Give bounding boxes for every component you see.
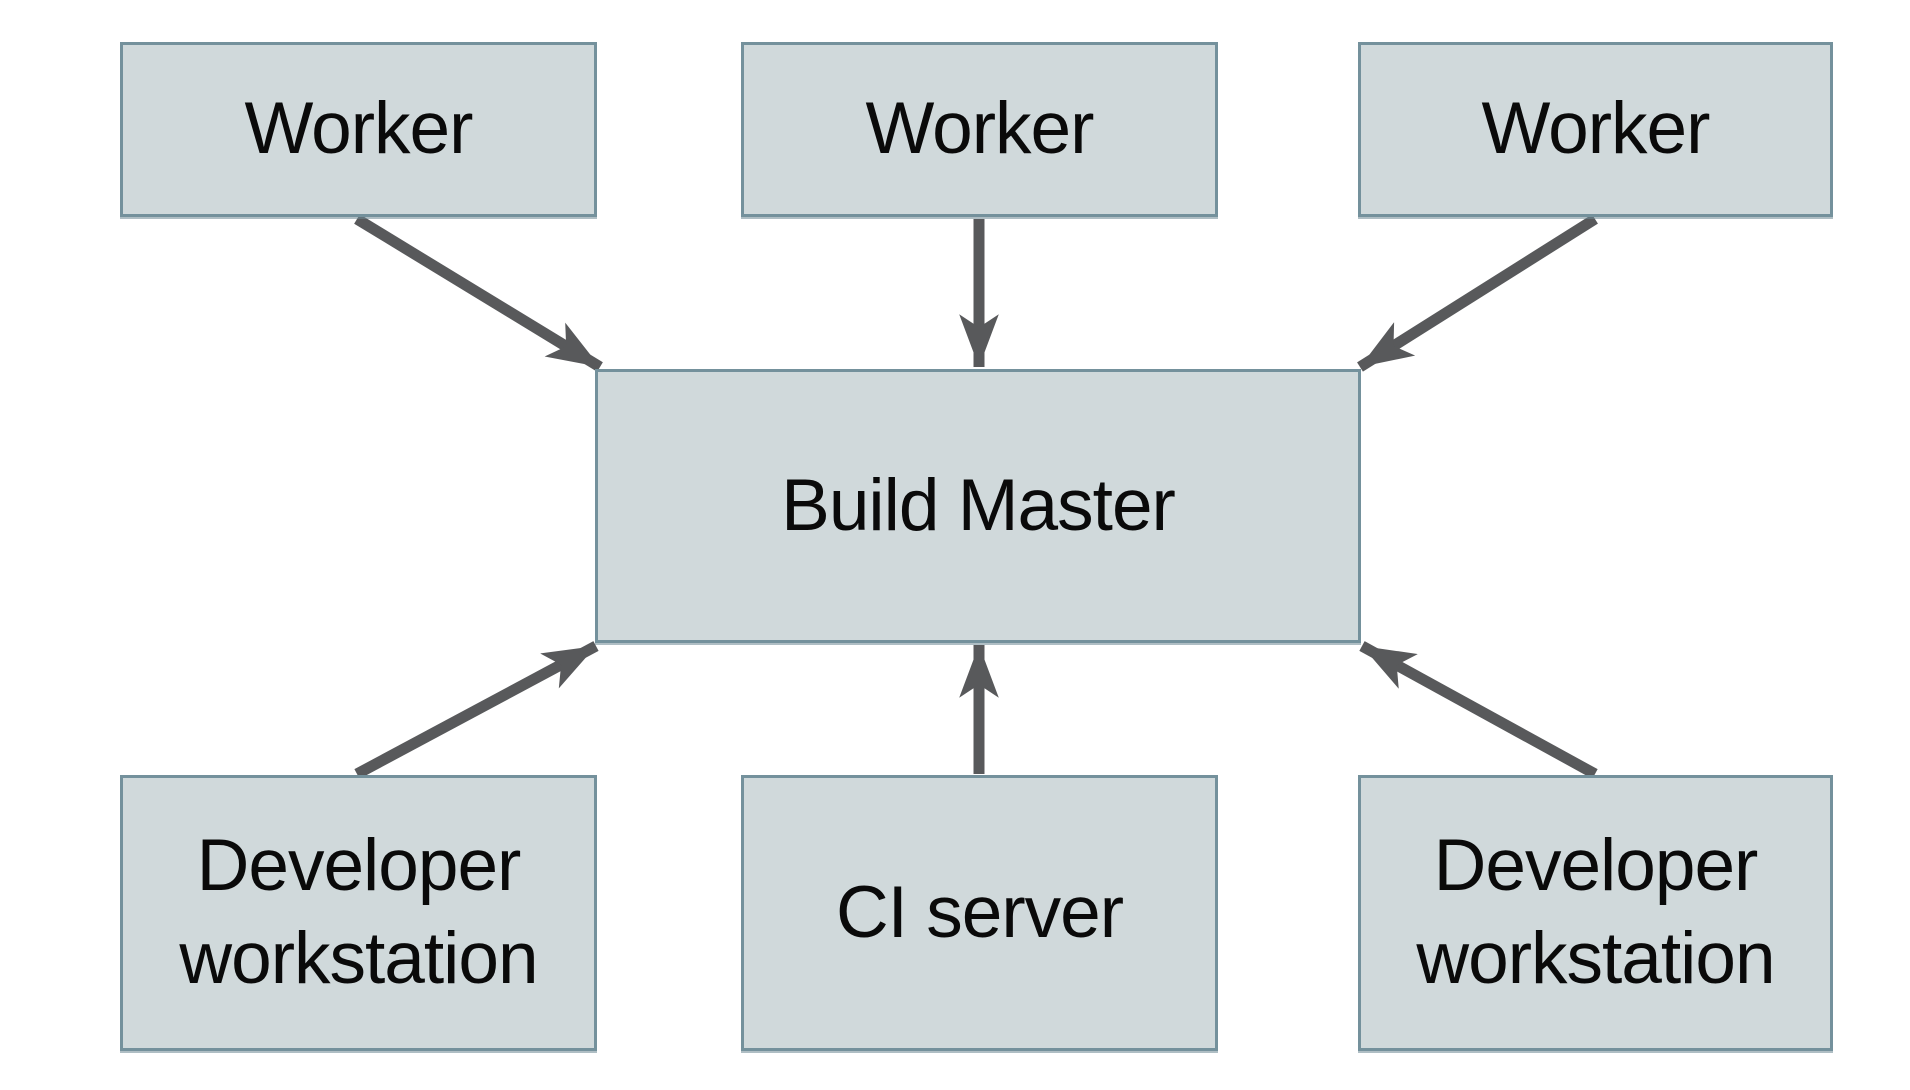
node-developer-workstation-1-label: Developer workstation: [179, 825, 538, 999]
arrow-worker1-to-build-master: [354, 214, 603, 372]
node-worker-3: Worker: [1358, 42, 1833, 217]
node-build-master: Build Master: [595, 369, 1361, 643]
node-worker-3-label: Worker: [1481, 88, 1711, 170]
node-worker-2-label: Worker: [865, 88, 1095, 170]
node-worker-1-label: Worker: [244, 88, 474, 170]
arrow-dev-workstation1-to-build-master: [354, 641, 599, 779]
node-developer-workstation-1: Developer workstation: [120, 775, 597, 1051]
arrow-worker3-to-build-master: [1357, 214, 1598, 372]
node-developer-workstation-2-label: Developer workstation: [1416, 825, 1775, 999]
node-worker-2: Worker: [741, 42, 1218, 217]
arrow-dev-workstation2-to-build-master: [1359, 641, 1598, 779]
node-worker-1: Worker: [120, 42, 597, 217]
node-developer-workstation-2: Developer workstation: [1358, 775, 1833, 1051]
node-build-master-label: Build Master: [781, 464, 1176, 546]
node-ci-server: CI server: [741, 775, 1218, 1051]
node-ci-server-label: CI server: [835, 871, 1124, 953]
